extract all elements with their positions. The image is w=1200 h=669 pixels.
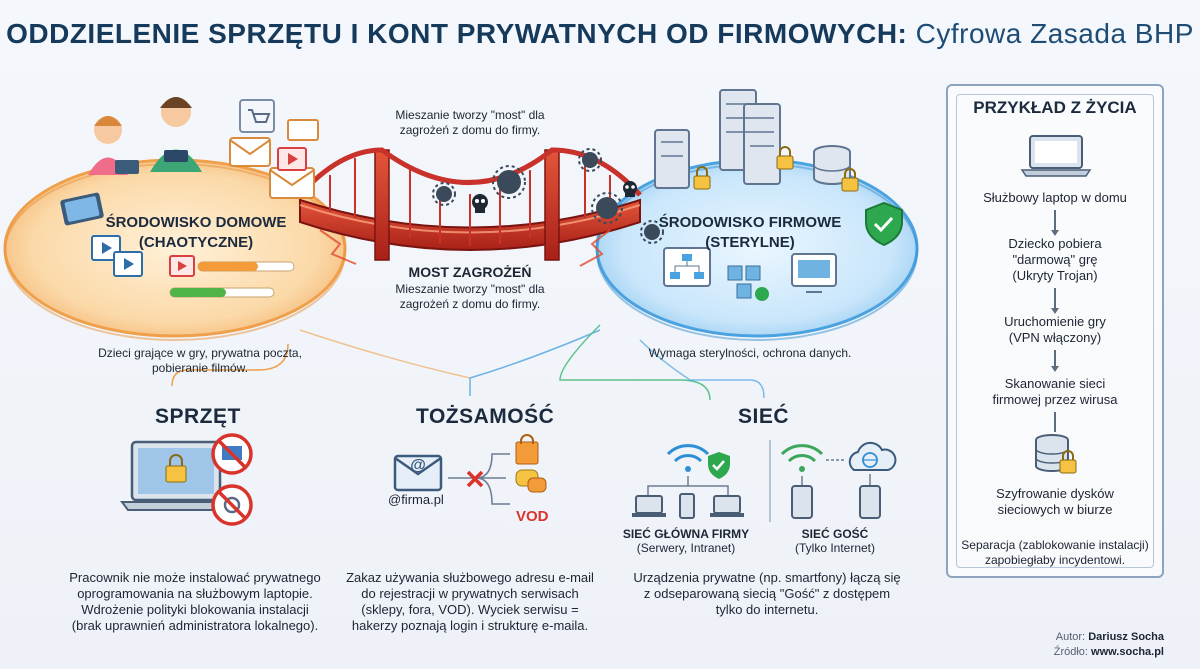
download-progress-bars	[169, 261, 295, 298]
database-icon	[813, 145, 851, 185]
laptop-icon	[1020, 135, 1092, 177]
monitor-icon	[791, 253, 837, 293]
home-environment-label: ŚRODOWISKO DOMOWE (CHAOTYCZNE)	[105, 214, 287, 251]
smartphone-icon	[791, 485, 881, 519]
svg-text:@: @	[410, 457, 426, 474]
shield-check-icon	[708, 452, 730, 479]
server-rack-icon	[654, 89, 781, 189]
title-main: ODDZIELENIE SPRZĘTU I KONT PRYWATNYCH OD…	[6, 18, 908, 49]
virus-icon	[432, 148, 664, 244]
corporate-environment-label: ŚRODOWISKO FIRMOWE (STERYLNE)	[658, 214, 842, 251]
shopping-cart-icon	[239, 99, 275, 133]
hardware-description: Pracownik nie może instalować prywatnego…	[69, 570, 321, 633]
hero-illustration	[3, 89, 919, 401]
section-connectors	[171, 324, 765, 401]
credits: Autor: Dariusz Socha Źródło: www.socha.p…	[1053, 631, 1164, 658]
identity-illustration: @	[393, 434, 547, 505]
example-title: PRZYKŁAD Z ŻYCIA	[973, 98, 1137, 117]
cross-icon	[466, 470, 484, 488]
blocked-software-icon	[211, 433, 253, 526]
section-heading-network: SIEĆ	[738, 405, 790, 428]
email-icon: @	[393, 454, 443, 492]
section-heading-hardware: SPRZĘT	[155, 405, 241, 428]
example-panel: PRZYKŁAD Z ŻYCIA Służbowy laptop w domu …	[946, 84, 1164, 578]
corporate-email-label: @firma.pl	[388, 492, 444, 507]
shield-check-icon	[865, 201, 903, 247]
network-illustration	[632, 440, 897, 522]
tablet-icon	[60, 192, 104, 226]
author-name: Dariusz Socha	[1088, 631, 1164, 643]
network-description: Urządzenia prywatne (np. smartfony) łącz…	[633, 570, 901, 617]
office-devices-icon	[632, 493, 744, 519]
shopping-bag-icon	[515, 434, 539, 465]
example-step-5: Szyfrowanie dysków sieciowych w biurze	[996, 486, 1114, 517]
kids-gaming-icon	[88, 97, 202, 175]
identity-description: Zakaz używania służbowego adresu e-mail …	[346, 570, 594, 633]
example-step-1: Służbowy laptop w domu	[983, 190, 1127, 205]
guest-wifi-icon	[780, 444, 824, 472]
example-step-3: Uruchomienie gry (VPN włączony)	[1004, 314, 1106, 345]
encrypted-database-icon	[1035, 434, 1077, 474]
arrow-down-icon	[1051, 366, 1059, 372]
home-caption: Dzieci grające w gry, prywatna poczta, p…	[98, 346, 302, 375]
corporate-caption: Wymaga sterylności, ochrona danych.	[648, 346, 852, 360]
example-conclusion: Separacja (zablokowanie instalacji) zapo…	[961, 538, 1149, 567]
laptop-lock-icon	[120, 440, 232, 511]
arrow-down-icon	[1051, 308, 1059, 314]
example-step-2: Dziecko pobiera "darmową" grę (Ukryty Tr…	[1008, 236, 1102, 283]
title-sub: Cyfrowa Zasada BHP	[915, 18, 1194, 49]
vod-label: VOD	[516, 508, 549, 525]
org-chart-icon	[663, 247, 711, 287]
bridge-top-note: Mieszanie tworzy "most" dla zagrożeń z d…	[395, 108, 545, 137]
chat-bubble-icon	[515, 469, 547, 493]
network-blocks-icon	[727, 265, 769, 301]
skull-icon	[472, 181, 637, 213]
guest-network-label: SIEĆ GOŚĆ (Tylko Internet)	[794, 527, 876, 555]
example-step-4: Skanowanie sieci firmowej przez wirusa	[992, 376, 1118, 407]
padlock-icon	[693, 146, 859, 192]
hardware-illustration	[120, 433, 253, 526]
wifi-icon	[666, 444, 710, 472]
source-link[interactable]: www.socha.pl	[1091, 646, 1164, 658]
page-title: ODDZIELENIE SPRZĘTU I KONT PRYWATNYCH OD…	[0, 18, 1200, 50]
main-network-label: SIEĆ GŁÓWNA FIRMY (Serwery, Intranet)	[622, 527, 750, 555]
section-heading-identity: TOŻSAMOŚĆ	[416, 405, 555, 428]
video-file-icon	[91, 147, 307, 277]
cloud-globe-icon	[848, 441, 897, 471]
bridge-note: Mieszanie tworzy "most" dla zagrożeń z d…	[395, 282, 545, 311]
arrow-down-icon	[1051, 230, 1059, 236]
bridge-label: MOST ZAGROŻEŃ	[408, 264, 532, 280]
